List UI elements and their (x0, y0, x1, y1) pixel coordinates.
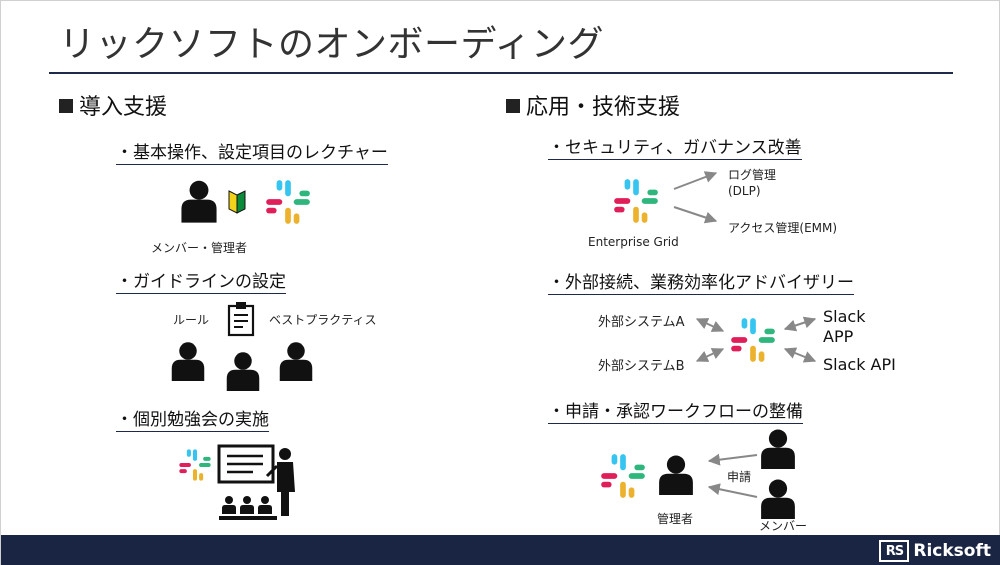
caption-log-management-line2: (DLP) (728, 184, 761, 198)
caption-access-management: アクセス管理(EMM) (728, 221, 838, 235)
logo-text: Ricksoft (913, 541, 991, 561)
slack-logo-icon (731, 318, 775, 362)
member-person-icon (761, 479, 795, 519)
member-beginner-icon (181, 180, 246, 223)
people-group-icon (171, 342, 313, 391)
apply-arrows (707, 453, 758, 498)
caption-slack-app-line2: APP (823, 327, 854, 346)
caption-rule: ルール (173, 313, 210, 327)
caption-log-management-line1: ログ管理 (728, 168, 777, 182)
square-bullet-icon (59, 99, 73, 113)
admin-person-icon (659, 455, 693, 495)
section-heading-onboarding: 導入支援 (59, 89, 167, 121)
slack-logo-icon (601, 454, 645, 498)
ricksoft-logo: RS Ricksoft (879, 539, 991, 563)
footer-bar: RS Ricksoft (1, 535, 1000, 565)
logo-mark: RS (879, 540, 910, 562)
section-heading-text: 導入支援 (79, 95, 168, 120)
page-title: リックソフトのオンボーディング (59, 24, 604, 65)
caption-admin: 管理者 (657, 512, 694, 526)
caption-external-system-a: 外部システムA (598, 315, 685, 330)
item-study-session: ・個別勉強会の実施 (116, 405, 269, 432)
beginner-mark-icon (228, 190, 246, 214)
slack-logo-icon (614, 179, 658, 223)
arrows-to-dlp-emm (673, 171, 718, 224)
caption-best-practice: ベストプラクティス (269, 313, 377, 327)
caption-slack-app: Slack APP (823, 307, 865, 347)
caption-slack-app-line1: Slack (823, 307, 866, 326)
item-security-governance: ・セキュリティ、ガバナンス改善 (548, 133, 802, 160)
caption-member: メンバー (759, 519, 808, 533)
item-workflow: ・申請・承認ワークフローの整備 (548, 397, 803, 424)
caption-external-system-b: 外部システムB (598, 359, 685, 374)
clipboard-list-icon (227, 302, 255, 337)
square-bullet-icon (506, 99, 520, 113)
caption-log-management: ログ管理 (DLP) (728, 167, 776, 199)
caption-apply: 申請 (727, 470, 752, 484)
teaching-presentation-icon (217, 444, 295, 520)
item-external-integration: ・外部接続、業務効率化アドバイザリー (548, 268, 854, 295)
section-heading-advanced: 応用・技術支援 (506, 89, 680, 121)
caption-member-admin: メンバー・管理者 (151, 241, 248, 255)
section-heading-text: 応用・技術支援 (526, 95, 681, 120)
bidirectional-arrows (695, 316, 817, 363)
item-guideline: ・ガイドラインの設定 (116, 267, 286, 294)
item-lecture: ・基本操作、設定項目のレクチャー (116, 138, 388, 165)
title-divider (49, 72, 953, 74)
caption-enterprise-grid: Enterprise Grid (588, 235, 679, 249)
caption-slack-api: Slack API (823, 355, 896, 374)
member-person-icon (761, 429, 795, 469)
slack-logo-small-icon (179, 449, 211, 481)
slack-logo-icon (266, 180, 310, 224)
